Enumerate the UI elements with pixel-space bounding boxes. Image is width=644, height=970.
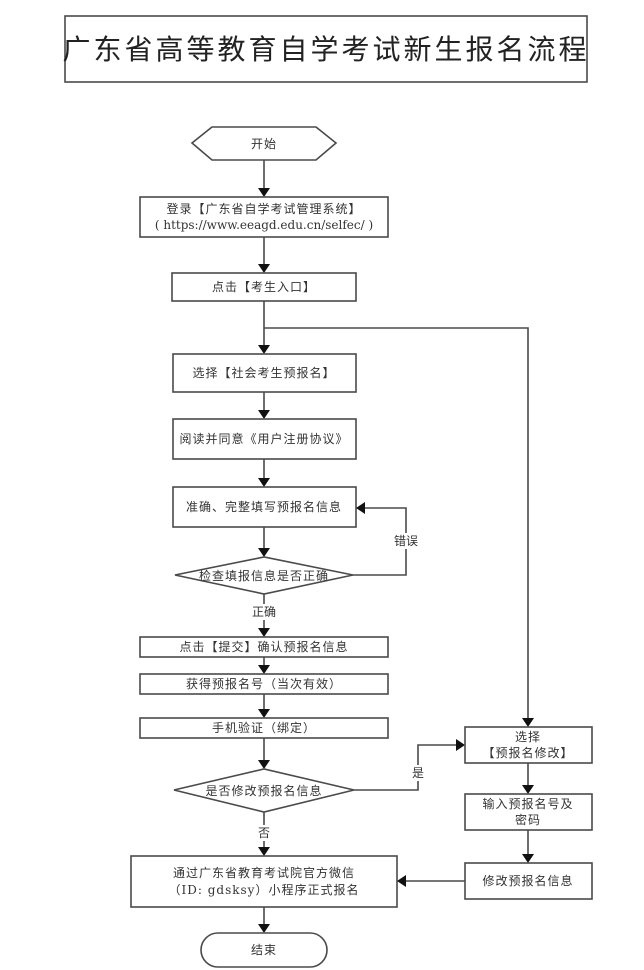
click-entry-label: 点击【考生入口】	[212, 280, 316, 294]
agree-node	[172, 418, 357, 460]
arrowhead	[258, 760, 270, 769]
arrowhead	[356, 502, 365, 514]
check-info-label: 检查填报信息是否正确	[199, 568, 329, 583]
edge-decision-yes	[354, 744, 456, 791]
input-number-node	[464, 793, 593, 831]
error-label-bg	[394, 533, 420, 549]
submit-label: 点击【提交】确认预报名信息	[179, 639, 348, 654]
no-label-bg	[255, 825, 273, 841]
arrowhead	[397, 875, 406, 887]
login-label-line1: 登录【广东省自学考试管理系统】	[166, 201, 361, 216]
edge-label-correct: 正确	[252, 605, 276, 619]
arrowhead	[258, 847, 270, 856]
arrowhead	[258, 924, 270, 933]
end-node	[200, 932, 328, 968]
formal-registration-node	[130, 855, 398, 908]
arrowhead	[258, 410, 270, 419]
edge-label-yes: 是	[412, 766, 424, 780]
fill-info-label: 准确、完整填写预报名信息	[186, 499, 342, 514]
arrowhead	[522, 854, 534, 863]
get-number-label: 获得预报名号（当次有效）	[186, 676, 342, 691]
arrowhead	[258, 478, 270, 487]
arrowhead	[258, 665, 270, 674]
arrowhead	[258, 345, 270, 354]
choose-social-node	[172, 353, 357, 393]
choose-modify-label-line1: 选择	[515, 730, 541, 744]
choose-modify-label-line2: 【预报名修改】	[482, 745, 573, 760]
arrowhead	[258, 188, 270, 197]
login-node	[139, 196, 389, 238]
fill-info-node	[172, 486, 357, 528]
title-box	[64, 15, 588, 83]
start-label: 开始	[251, 137, 277, 151]
input-number-label-line2: 密码	[515, 812, 541, 827]
correct-label-bg	[250, 604, 278, 620]
edge-label-no: 否	[258, 826, 270, 840]
choose-modify-node	[464, 726, 593, 764]
arrowhead	[522, 785, 534, 794]
login-label-line2: ( https://www.eeagd.edu.cn/selfec/ )	[155, 218, 373, 232]
start-node	[190, 126, 338, 161]
phone-verify-label: 手机验证（绑定）	[212, 720, 316, 735]
arrowhead	[258, 709, 270, 718]
modify-decision-label: 是否修改预报名信息	[205, 783, 322, 798]
arrowhead	[522, 718, 534, 727]
choose-social-label: 选择【社会考生预报名】	[192, 365, 335, 380]
arrowhead	[258, 264, 270, 273]
agree-label: 阅读并同意《用户注册协议》	[179, 431, 348, 446]
page-title: 广东省高等教育自学考试新生报名流程	[62, 33, 589, 66]
arrowhead	[258, 548, 270, 557]
edge-label-error: 错误	[394, 534, 418, 548]
input-number-label-line1: 输入预报名号及	[482, 796, 573, 811]
arrowhead	[258, 628, 270, 637]
end-label: 结束	[251, 943, 277, 957]
formal-registration-label-line2: （ID: gdsksy）小程序正式报名	[169, 882, 360, 897]
modify-info-label: 修改预报名信息	[482, 873, 573, 888]
arrowhead	[456, 739, 465, 751]
edge-entry-modify-branch	[264, 327, 529, 718]
formal-registration-label-line1: 通过广东省教育考试院官方微信	[173, 865, 355, 880]
yes-label-bg	[410, 765, 426, 781]
